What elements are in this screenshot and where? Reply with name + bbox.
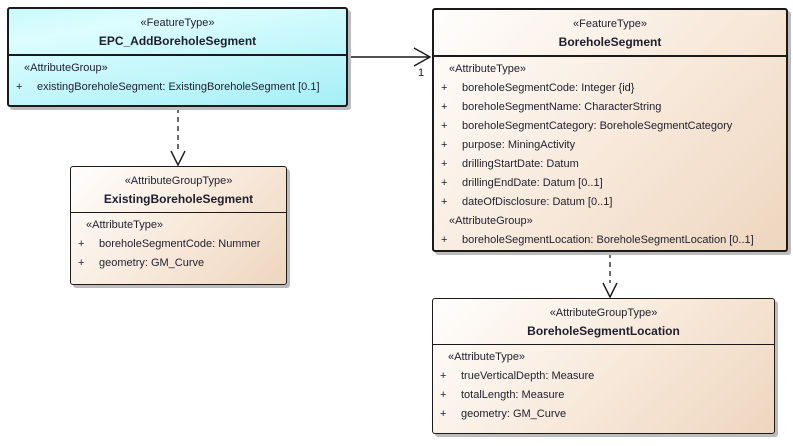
class-name: EPC_AddBoreholeSegment xyxy=(98,34,257,48)
class-header: «AttributeGroupType» BoreholeSegmentLoca… xyxy=(433,299,774,345)
attributes-compartment: «AttributeType» + trueVerticalDepth: Mea… xyxy=(433,345,774,424)
attribute-row: + geometry: GM_Curve xyxy=(433,405,768,424)
class-stereotype: «FeatureType» xyxy=(573,18,647,30)
attribute-row: + drillingEndDate: Datum [0..1] xyxy=(434,174,780,193)
attribute-text: dateOfDisclosure: Datum [0..1] xyxy=(462,196,613,208)
section-stereotype: «AttributeGroup» xyxy=(24,62,108,74)
visibility-sign: + xyxy=(441,234,448,246)
attribute-row: + boreholeSegmentCategory: BoreholeSegme… xyxy=(434,117,780,136)
attribute-text: existingBoreholeSegment: ExistingBorehol… xyxy=(37,81,320,93)
class-name: ExistingBoreholeSegment xyxy=(103,192,254,206)
connector-dependency-segment-location[interactable] xyxy=(602,253,618,299)
section-stereotype: «AttributeType» xyxy=(86,219,164,231)
visibility-sign: + xyxy=(78,238,85,250)
attribute-text: totalLength: Measure xyxy=(461,389,565,401)
visibility-sign: + xyxy=(16,81,23,93)
visibility-sign: + xyxy=(441,196,448,208)
visibility-sign: + xyxy=(440,370,447,382)
attribute-row: + drillingStartDate: Datum xyxy=(434,155,780,174)
attribute-row: + trueVerticalDepth: Measure xyxy=(433,367,768,386)
visibility-sign: + xyxy=(441,139,448,151)
class-header: «FeatureType» EPC_AddBoreholeSegment xyxy=(9,9,346,56)
attributes-compartment: «AttributeType» + boreholeSegmentCode: I… xyxy=(434,57,786,250)
attribute-text: boreholeSegmentCategory: BoreholeSegment… xyxy=(462,120,733,132)
class-stereotype: «FeatureType» xyxy=(140,17,215,29)
class-stereotype: «AttributeGroupType» xyxy=(549,307,658,319)
attribute-text: boreholeSegmentCode: Integer {id} xyxy=(462,82,635,94)
section-stereotype: «AttributeType» xyxy=(448,351,526,363)
visibility-sign: + xyxy=(441,120,448,132)
attribute-row: + purpose: MiningActivity xyxy=(434,136,780,155)
attribute-text: geometry: GM_Curve xyxy=(461,408,567,420)
visibility-sign: + xyxy=(440,389,447,401)
connector-dependency-existing-segment[interactable] xyxy=(170,108,186,167)
visibility-sign: + xyxy=(440,408,447,420)
attribute-text: geometry: GM_Curve xyxy=(99,257,205,269)
attribute-row: + dateOfDisclosure: Datum [0..1] xyxy=(434,193,780,212)
open-arrowhead-icon xyxy=(170,150,186,167)
class-box-boreholesegmentlocation[interactable]: «AttributeGroupType» BoreholeSegmentLoca… xyxy=(432,298,775,434)
attribute-text: drillingEndDate: Datum [0..1] xyxy=(462,177,603,189)
attribute-row: + boreholeSegmentCode: Nummer xyxy=(71,235,280,254)
attribute-text: purpose: MiningActivity xyxy=(462,139,576,151)
visibility-sign: + xyxy=(441,82,448,94)
class-name: BoreholeSegment xyxy=(558,35,662,49)
attributes-compartment: «AttributeGroup» + existingBoreholeSegme… xyxy=(9,56,346,97)
attribute-text: trueVerticalDepth: Measure xyxy=(461,370,595,382)
class-box-epc-addboreholesegment[interactable]: «FeatureType» EPC_AddBoreholeSegment «At… xyxy=(7,7,348,107)
attribute-row: + geometry: GM_Curve xyxy=(71,254,280,273)
attributes-compartment: «AttributeType» + boreholeSegmentCode: N… xyxy=(71,213,286,273)
attribute-text: boreholeSegmentLocation: BoreholeSegment… xyxy=(462,234,754,246)
attribute-row: + boreholeSegmentName: CharacterString xyxy=(434,98,780,117)
section-stereotype: «AttributeGroup» xyxy=(449,215,533,227)
class-box-existingboreholesegment[interactable]: «AttributeGroupType» ExistingBoreholeSeg… xyxy=(70,166,287,285)
visibility-sign: + xyxy=(441,101,448,113)
visibility-sign: + xyxy=(78,257,85,269)
connector-association[interactable] xyxy=(348,47,432,67)
multiplicity-label: 1 xyxy=(417,67,425,79)
open-arrowhead-icon xyxy=(413,47,432,67)
class-header: «AttributeGroupType» ExistingBoreholeSeg… xyxy=(71,167,286,213)
attribute-row: + boreholeSegmentLocation: BoreholeSegme… xyxy=(434,231,780,250)
visibility-sign: + xyxy=(441,158,448,170)
class-box-boreholesegment[interactable]: «FeatureType» BoreholeSegment «Attribute… xyxy=(432,8,788,252)
attribute-row: + boreholeSegmentCode: Integer {id} xyxy=(434,79,780,98)
attribute-row: + totalLength: Measure xyxy=(433,386,768,405)
section-stereotype: «AttributeType» xyxy=(449,63,527,75)
class-stereotype: «AttributeGroupType» xyxy=(124,175,233,187)
attribute-row: + existingBoreholeSegment: ExistingBoreh… xyxy=(9,78,340,97)
class-header: «FeatureType» BoreholeSegment xyxy=(434,10,786,57)
attribute-text: boreholeSegmentName: CharacterString xyxy=(462,101,662,113)
attribute-text: boreholeSegmentCode: Nummer xyxy=(99,238,261,250)
visibility-sign: + xyxy=(441,177,448,189)
attribute-text: drillingStartDate: Datum xyxy=(462,158,579,170)
open-arrowhead-icon xyxy=(602,282,618,299)
class-name: BoreholeSegmentLocation xyxy=(527,324,680,338)
